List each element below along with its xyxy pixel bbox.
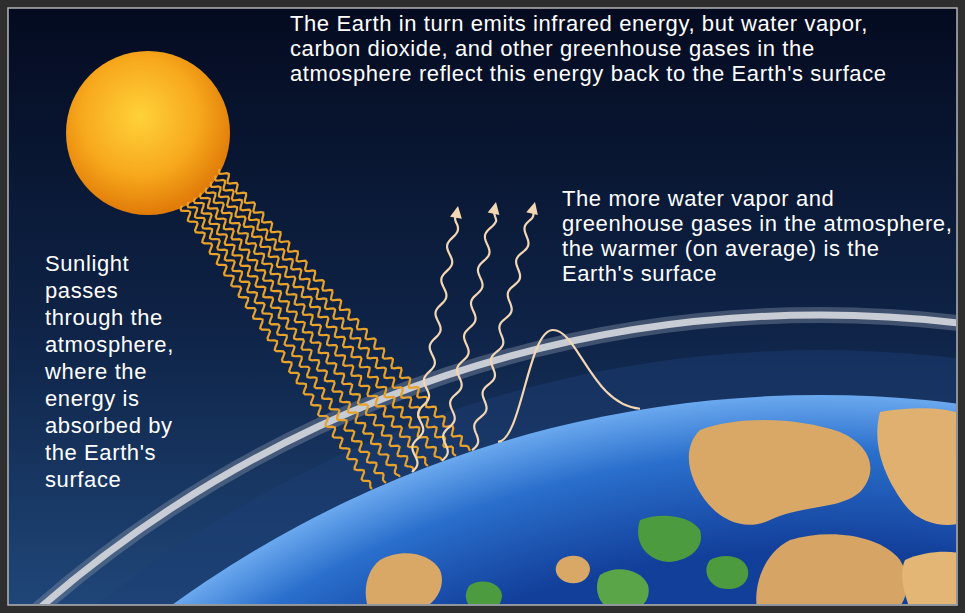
- continent: [756, 534, 907, 604]
- sunlight-ray: [211, 182, 442, 461]
- arrowhead: [450, 206, 462, 219]
- continent: [902, 552, 956, 604]
- annotation-text: The more water vapor and greenhouse gase…: [562, 186, 954, 286]
- infrared-ray: [472, 210, 533, 450]
- island: [466, 582, 502, 604]
- continents: [366, 408, 956, 604]
- sunlight-ray: [194, 198, 400, 477]
- sunlight-ray: [200, 193, 414, 471]
- island: [597, 569, 649, 604]
- sunlight-ray: [187, 202, 386, 483]
- arrowhead: [526, 202, 538, 215]
- infrared-ray: [442, 210, 496, 461]
- island: [638, 516, 701, 562]
- sunlight-ray: [206, 188, 429, 466]
- infrared-ray: [412, 214, 458, 472]
- annotation-text: The Earth in turn emits infrared energy,…: [290, 11, 890, 86]
- continent: [689, 420, 871, 525]
- reflected-infrared-ray: [498, 330, 640, 442]
- continent: [877, 408, 956, 525]
- island: [556, 556, 590, 583]
- annotation-text: Sunlight passes through the atmosphere, …: [45, 250, 185, 493]
- island: [706, 556, 748, 589]
- sunlight-ray: [219, 169, 470, 451]
- atmosphere-haze: [9, 350, 956, 604]
- continent: [366, 553, 442, 604]
- sunlight-rays: [181, 169, 470, 489]
- arrowhead: [488, 202, 500, 215]
- sunlight-ray: [215, 175, 456, 455]
